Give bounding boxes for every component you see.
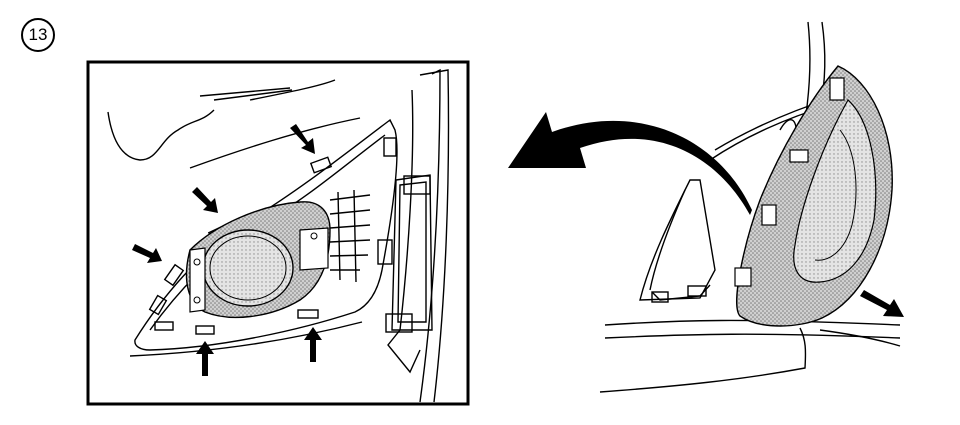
removal-curved-arrow-icon (508, 112, 752, 215)
pull-out-arrow-icon (860, 290, 904, 317)
direction-arrow-icon (290, 124, 315, 154)
direction-arrow-icon (304, 327, 322, 362)
clip-arrows (132, 124, 322, 376)
inset-body-panel (107, 68, 450, 403)
vehicle-view (599, 21, 901, 393)
detail-inset (86, 60, 470, 406)
inset-frame (86, 60, 470, 406)
direction-arrow-icon (132, 244, 162, 263)
direction-arrow-icon (192, 187, 218, 213)
step-number: 13 (28, 25, 48, 44)
fog-lamp-housing (185, 201, 331, 319)
step-number-badge: 13 (21, 18, 55, 52)
removed-bezel (734, 65, 893, 327)
direction-arrow-icon (196, 341, 214, 376)
